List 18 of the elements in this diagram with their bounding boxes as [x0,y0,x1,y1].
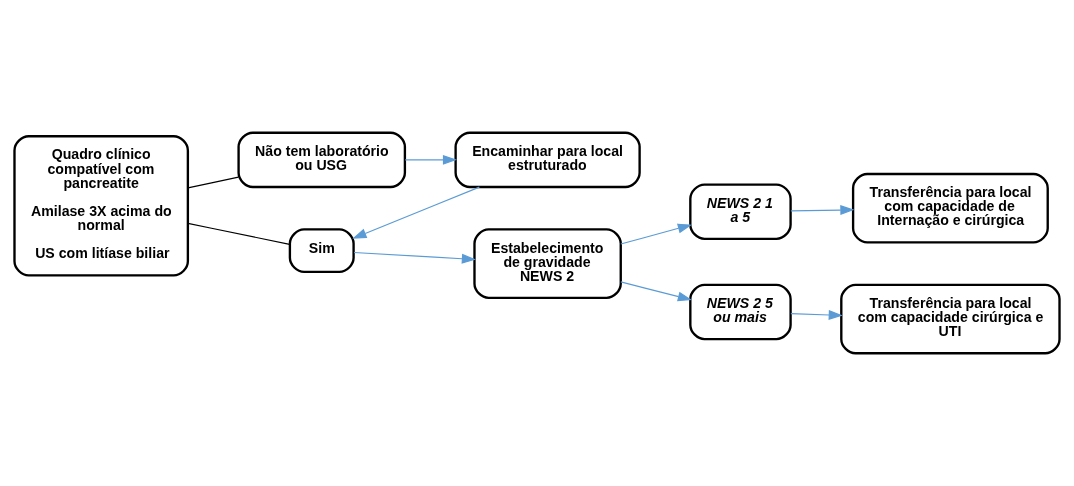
node-box: Sim [288,228,355,274]
arrow [620,281,692,302]
node-box: Estabelecimento de gravidade NEWS 2 [473,228,622,300]
node-box: Encaminhar para local estruturado [454,131,641,189]
connector [187,176,239,189]
node-box: NEWS 2 5 ou mais [689,283,792,341]
node-box: NEWS 2 1 a 5 [689,183,792,241]
arrow [790,205,855,216]
node-box: Quadro clínico compatível com pancreatite Amilase 3X acima do normal US com litíase biliar [13,135,190,277]
arrow [620,223,692,245]
arrow [352,186,480,239]
arrow [790,310,843,320]
arrow [353,251,476,264]
arrow [404,154,458,165]
connector [187,222,291,245]
node-box: Transferência para local com capacidade cirúrgica e UTI [840,283,1061,355]
node-box: Transferência para local com capacidade de Internação e cirúrgica [851,172,1049,244]
node-box: Não tem laboratório ou USG [237,131,407,189]
